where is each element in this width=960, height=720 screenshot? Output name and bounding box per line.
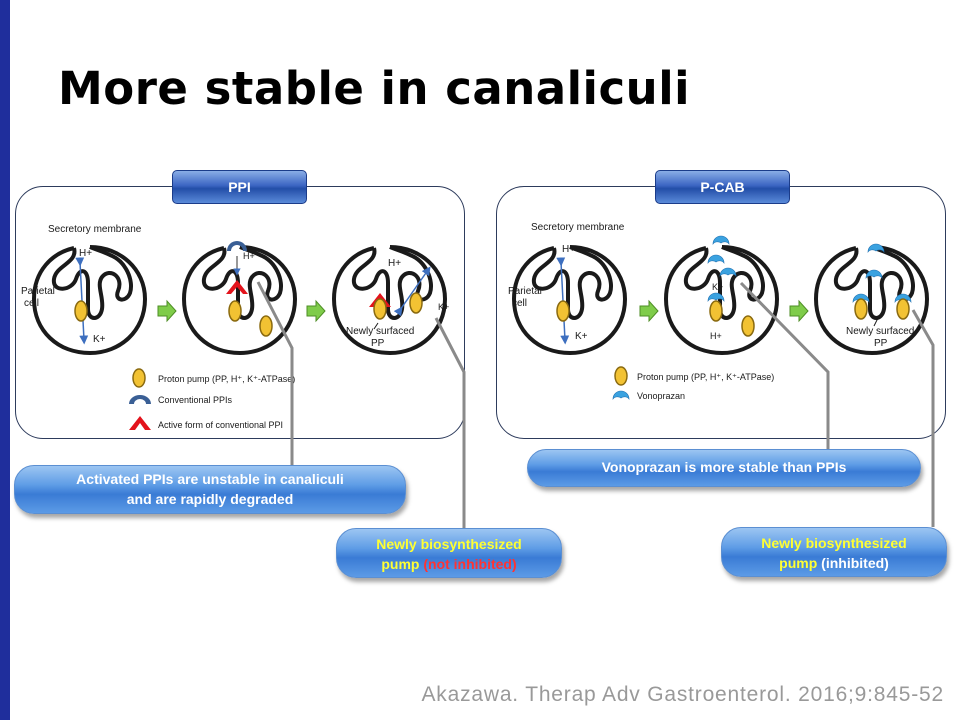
ppi-legend-conventional: Conventional PPIs (158, 395, 233, 405)
pcab-cell-label: cell (512, 298, 527, 309)
proton-pump-icon (614, 366, 628, 386)
ppi-step-arrow-2 (306, 300, 326, 322)
ppi-not-inhibited-label: (not inhibited) (423, 556, 517, 572)
pcab-parietal-label: Parietal (508, 286, 542, 297)
pcab-legend-pump: Proton pump (PP, H⁺, K⁺-ATPase) (637, 372, 774, 382)
pcab-tab: P-CAB (655, 170, 790, 204)
active-ppi-icon (129, 416, 151, 430)
ppi-cell-1 (32, 245, 147, 355)
ppi-callout-leaders (256, 281, 466, 531)
ppi-step-arrow-1 (157, 300, 177, 322)
pcab-inhibited-label: (inhibited) (821, 555, 889, 571)
ppi-h-plus-label-3: H+ (388, 258, 401, 269)
pcab-new-pump-callout: Newly biosynthesized pump (inhibited) (721, 527, 947, 577)
pcab-k-plus-label-2: K+ (712, 282, 723, 292)
proton-pump-icon (132, 368, 146, 388)
pcab-h-plus-label-1: H+ (562, 244, 575, 255)
ppi-unstable-callout: Activated PPIs are unstable in canalicul… (14, 465, 406, 514)
ppi-pp-label: PP (371, 338, 385, 349)
ppi-cell-2 (182, 241, 297, 355)
pcab-stable-callout-line1: Vonoprazan is more stable than PPIs (601, 459, 847, 475)
pcab-stable-callout: Vonoprazan is more stable than PPIs (527, 449, 921, 487)
ppi-secretory-membrane-label: Secretory membrane (48, 224, 142, 235)
ppi-unstable-callout-line1: Activated PPIs are unstable in canalicul… (76, 471, 344, 487)
ppi-legend-active: Active form of conventional PPI (158, 420, 283, 430)
pcab-new-pump-word: pump (779, 555, 818, 571)
pcab-secretory-membrane-label: Secretory membrane (531, 222, 625, 233)
ppi-unstable-callout-line2: and are rapidly degraded (126, 491, 294, 507)
citation: Akazawa. Therap Adv Gastroenterol. 2016;… (421, 683, 944, 706)
pcab-cell-1 (512, 245, 627, 355)
pcab-pp-label: PP (874, 338, 888, 349)
ppi-k-plus-label-1: K+ (93, 334, 106, 345)
ppi-new-pump-line1: Newly biosynthesized (376, 536, 522, 552)
pcab-step-arrow-2 (789, 300, 809, 322)
slide-accent-bar (0, 0, 10, 720)
ppi-new-pump-word: pump (381, 556, 420, 572)
ppi-k-plus-label-3: K+ (438, 302, 449, 312)
pcab-callout-leaders (739, 281, 935, 527)
ppi-tab: PPI (172, 170, 307, 204)
ppi-cell-3 (332, 245, 447, 355)
pcab-newly-surfaced-label: Newly surfaced (846, 326, 914, 337)
ppi-h-plus-label-1: H+ (79, 248, 92, 259)
slide-title: More stable in canaliculi (58, 62, 691, 115)
pcab-cell-3 (814, 243, 929, 355)
ppi-cell-label: cell (24, 298, 39, 309)
pcab-step-arrow-1 (639, 300, 659, 322)
ppi-legend-pump: Proton pump (PP, H⁺, K⁺-ATPase) (158, 374, 295, 384)
ppi-h-plus-label-2: H+ (243, 251, 255, 261)
ppi-new-pump-callout: Newly biosynthesized pump (not inhibited… (336, 528, 562, 578)
pcab-k-plus-label-1: K+ (575, 331, 588, 342)
conventional-ppi-icon (129, 395, 151, 404)
pcab-h-plus-label-2: H+ (710, 331, 722, 341)
ppi-newly-surfaced-label: Newly surfaced (346, 326, 414, 337)
vonoprazan-icon (612, 390, 630, 401)
pcab-legend-vonoprazan: Vonoprazan (637, 391, 685, 401)
ppi-parietal-label: Parietal (21, 286, 55, 297)
pcab-new-pump-line1: Newly biosynthesized (761, 535, 907, 551)
